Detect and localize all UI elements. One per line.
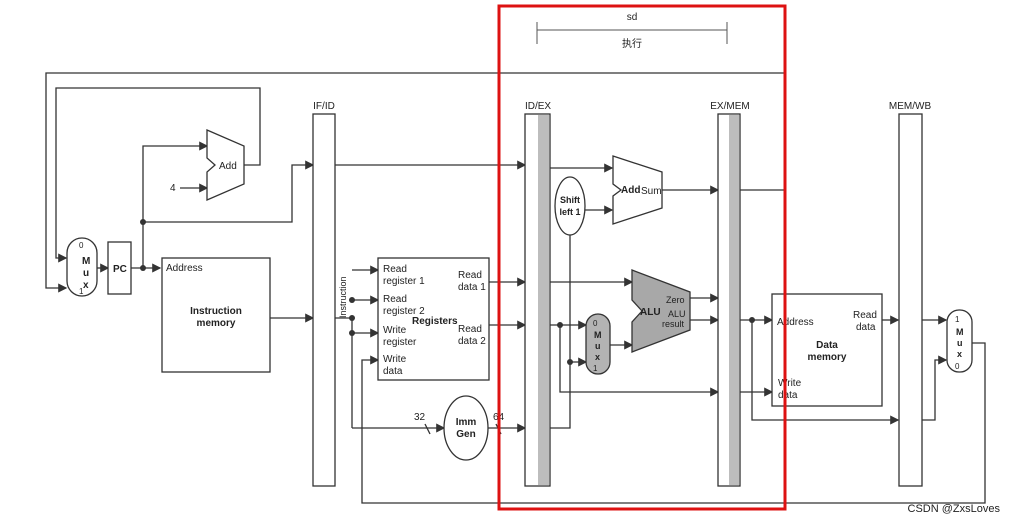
svg-text:Address: Address	[166, 263, 203, 274]
svg-text:M: M	[82, 256, 90, 267]
const-four-label: 4	[170, 183, 176, 194]
svg-text:IF/ID: IF/ID	[313, 101, 335, 112]
register-file: Read register 1 Read register 2 Write re…	[377, 257, 490, 381]
svg-text:M: M	[594, 330, 602, 340]
svg-text:Read: Read	[458, 324, 482, 335]
svg-text:x: x	[957, 349, 962, 359]
svg-text:Imm: Imm	[456, 417, 477, 428]
wires	[45, 72, 986, 504]
svg-text:data: data	[856, 322, 876, 333]
svg-text:register 2: register 2	[383, 306, 425, 317]
writeback-mux: 1 M u x 0	[946, 309, 973, 373]
ex-mem-register: EX/MEM	[710, 101, 750, 487]
execute-stage-highlight: sd 执行	[497, 4, 787, 511]
svg-text:Shift: Shift	[560, 195, 580, 205]
svg-text:M: M	[956, 327, 964, 337]
svg-text:MEM/WB: MEM/WB	[889, 101, 932, 112]
stage-name-label: 执行	[622, 37, 642, 50]
shift-left-unit: Shift left 1	[554, 176, 586, 236]
svg-text:register: register	[383, 337, 417, 348]
svg-text:Write: Write	[778, 378, 802, 389]
if-id-register: IF/ID	[312, 101, 336, 487]
watermark: CSDN @ZxsLoves	[908, 503, 1001, 515]
pc-adder: Add	[206, 129, 245, 201]
instruction-bus-label: Instruction	[338, 276, 348, 318]
svg-text:memory: memory	[197, 318, 236, 329]
svg-text:data: data	[778, 390, 798, 401]
svg-text:x: x	[595, 352, 600, 362]
svg-text:memory: memory	[808, 352, 847, 363]
svg-text:0: 0	[593, 319, 598, 328]
svg-text:ALU: ALU	[640, 307, 661, 318]
svg-text:Read: Read	[853, 310, 877, 321]
svg-text:Registers: Registers	[412, 316, 458, 327]
svg-text:left 1: left 1	[559, 207, 580, 217]
svg-text:Address: Address	[777, 317, 814, 328]
svg-text:Sum: Sum	[641, 186, 662, 197]
mem-wb-register: MEM/WB	[889, 101, 932, 487]
instruction-memory: Address Instruction memory	[161, 257, 271, 373]
svg-text:Write: Write	[383, 325, 407, 336]
svg-text:data 2: data 2	[458, 336, 486, 347]
svg-text:result: result	[662, 319, 685, 329]
branch-adder: Add Sum	[612, 155, 663, 225]
svg-text:u: u	[957, 338, 963, 348]
svg-text:Gen: Gen	[456, 429, 475, 440]
id-ex-register: ID/EX	[524, 101, 551, 487]
svg-text:Read: Read	[458, 270, 482, 281]
svg-text:Read: Read	[383, 294, 407, 305]
alu: ALU Zero ALU result	[631, 269, 691, 353]
svg-text:data: data	[383, 366, 403, 377]
pc-register: PC	[107, 241, 132, 295]
svg-text:data 1: data 1	[458, 282, 486, 293]
svg-text:Add: Add	[219, 161, 237, 172]
svg-text:1: 1	[593, 364, 598, 373]
alu-src-mux: 0 M u x 1	[585, 313, 611, 375]
svg-text:0: 0	[79, 241, 84, 250]
svg-text:EX/MEM: EX/MEM	[710, 101, 749, 112]
svg-text:Instruction: Instruction	[190, 306, 242, 317]
svg-text:Data: Data	[816, 340, 838, 351]
svg-text:1: 1	[79, 287, 84, 296]
svg-text:Write: Write	[383, 354, 407, 365]
svg-text:register 1: register 1	[383, 276, 425, 287]
svg-text:Read: Read	[383, 264, 407, 275]
imm-input-width: 32	[414, 412, 426, 423]
pc-mux: 0 M u x 1	[66, 237, 98, 297]
svg-text:PC: PC	[113, 264, 127, 275]
data-memory: Address Read data Data memory Write data	[771, 293, 883, 407]
svg-text:1: 1	[955, 315, 960, 324]
svg-text:Zero: Zero	[666, 295, 685, 305]
svg-text:u: u	[83, 268, 89, 279]
svg-text:Add: Add	[621, 185, 640, 196]
stage-instruction-label: sd	[627, 12, 638, 23]
svg-text:0: 0	[955, 362, 960, 371]
svg-text:ALU: ALU	[668, 309, 686, 319]
svg-text:u: u	[595, 341, 601, 351]
svg-text:x: x	[83, 280, 89, 291]
svg-text:ID/EX: ID/EX	[525, 101, 551, 112]
imm-gen: Imm Gen	[443, 395, 489, 461]
